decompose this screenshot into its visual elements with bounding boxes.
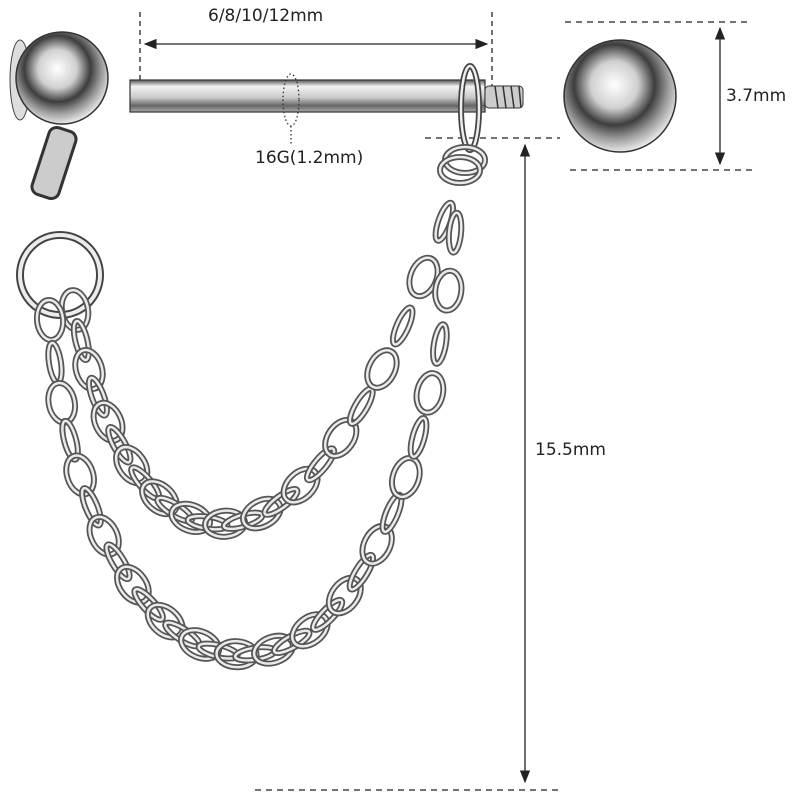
chain-link — [133, 587, 165, 622]
chain-link — [115, 565, 150, 604]
chains — [33, 144, 488, 671]
right-ball — [563, 39, 677, 153]
chain-link — [282, 467, 319, 504]
chain-link — [80, 486, 103, 527]
dimension-lines — [139, 12, 752, 791]
chain-link — [415, 371, 445, 414]
chain-link — [305, 447, 336, 482]
barbell-bar — [129, 79, 486, 113]
chain-link — [87, 376, 109, 417]
chain-link — [311, 598, 344, 632]
chain-link — [64, 454, 96, 496]
chain-link — [361, 524, 394, 565]
chain-link — [35, 298, 65, 342]
chain-link — [447, 211, 463, 254]
chain-link — [433, 269, 463, 312]
chain-link — [88, 515, 121, 556]
chain-link — [105, 543, 131, 581]
chain-link — [348, 553, 375, 591]
chain-link — [45, 380, 79, 426]
left-ball — [15, 31, 109, 125]
chain-link — [327, 576, 363, 615]
chain-link — [438, 155, 482, 185]
chain-link — [409, 416, 428, 458]
chain-link — [263, 487, 299, 517]
chain-link — [431, 323, 448, 366]
chain-drop-label: 15.5mm — [535, 440, 606, 460]
gauge-label: 16G(1.2mm) — [255, 148, 364, 168]
chain-link — [365, 349, 398, 390]
chain-link — [92, 401, 124, 443]
chain-link — [114, 445, 149, 485]
chain-link — [291, 613, 329, 648]
chain-link — [73, 348, 104, 391]
chain-link — [107, 425, 132, 464]
bar-length-label: 6/8/10/12mm — [208, 6, 324, 26]
chain-bail — [30, 125, 78, 201]
chain-link — [72, 319, 91, 362]
ball-diameter-label: 3.7mm — [726, 86, 787, 106]
chain-link — [391, 306, 414, 346]
chain-link — [61, 419, 80, 461]
chain-link — [170, 502, 212, 534]
chain-link — [241, 497, 282, 530]
chain-link — [413, 370, 447, 416]
thread-end — [484, 85, 524, 109]
